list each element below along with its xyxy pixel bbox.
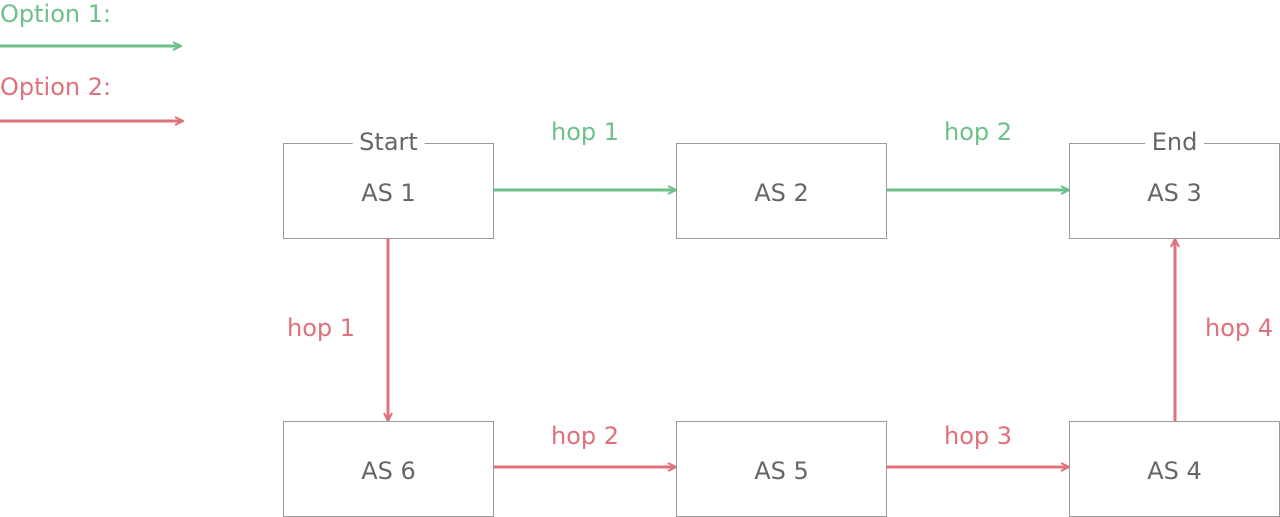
option-2-hop-1-label: hop 1 bbox=[286, 314, 356, 342]
node-as4: AS 4 bbox=[1069, 421, 1280, 517]
node-as5: AS 5 bbox=[676, 421, 887, 517]
node-as1: Start AS 1 bbox=[283, 128, 494, 239]
option-2-hop-2-label: hop 2 bbox=[550, 422, 620, 450]
legend-option-1-label: Option 1: bbox=[0, 0, 112, 28]
node-as4-label: AS 4 bbox=[1147, 457, 1202, 485]
option-2-hop-4-label: hop 4 bbox=[1204, 314, 1274, 342]
option-2-hop-3-label: hop 3 bbox=[943, 422, 1013, 450]
node-as3-end-tag: End bbox=[1144, 128, 1205, 156]
node-as3: End AS 3 bbox=[1069, 128, 1280, 239]
node-as1-label: AS 1 bbox=[361, 179, 416, 207]
node-as6-label: AS 6 bbox=[361, 457, 416, 485]
node-as1-start-tag: Start bbox=[352, 128, 425, 156]
node-as2: AS 2 bbox=[676, 143, 887, 239]
option-1-hop-1-label: hop 1 bbox=[550, 118, 620, 146]
node-as5-label: AS 5 bbox=[754, 457, 809, 485]
node-as3-label: AS 3 bbox=[1147, 179, 1202, 207]
option-1-hop-2-label: hop 2 bbox=[943, 118, 1013, 146]
node-as6: AS 6 bbox=[283, 421, 494, 517]
legend-option-2-label: Option 2: bbox=[0, 73, 112, 101]
node-as2-label: AS 2 bbox=[754, 179, 809, 207]
